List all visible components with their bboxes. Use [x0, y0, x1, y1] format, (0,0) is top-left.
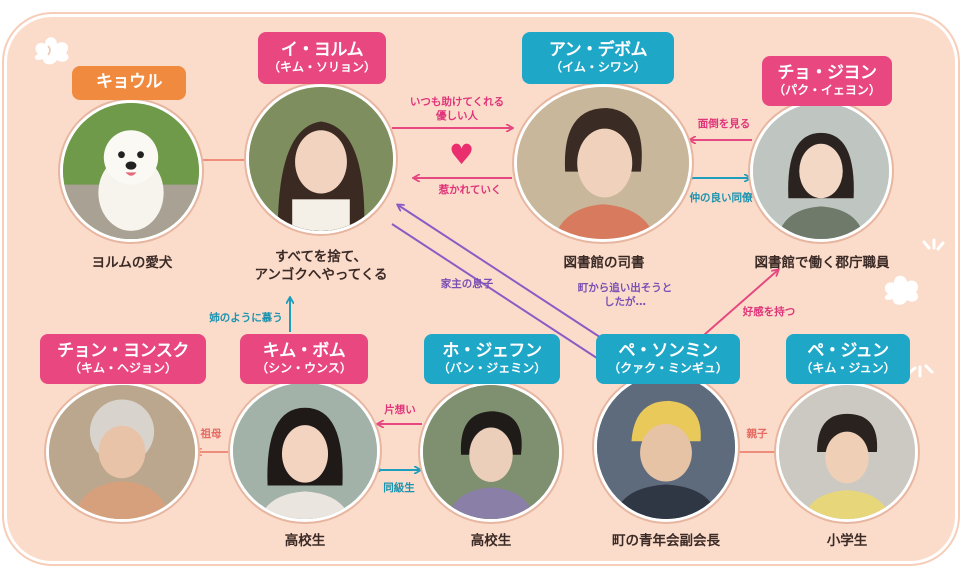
actor-name: （キム・ソリョン）: [267, 59, 376, 74]
name-tag-jaehun: ホ・ジェフン （バン・ジェミン）: [424, 334, 560, 384]
role-jiyeon: 図書館で働く郡庁職員: [754, 255, 890, 271]
name-tag-kyoul: キョウル: [72, 66, 186, 100]
actor-name: （キム・ジュン）: [800, 360, 896, 375]
character-name: ペ・ジュン: [807, 341, 889, 362]
portrait-sungmin: [594, 372, 738, 522]
character-name: イ・ヨルム: [280, 40, 364, 61]
portrait-jun: [776, 382, 918, 522]
portrait-jaehun: [420, 382, 562, 522]
portrait-yeonsuk: [46, 382, 198, 522]
label-yeorum-to-sungmin: 町から追い出そうと したが…: [577, 282, 673, 308]
flower-doodle-icon: [884, 275, 919, 305]
character-name: ホ・ジェフン: [442, 341, 542, 362]
role-daebeom: 図書館の司書: [563, 255, 645, 271]
label-sungmin-to-yeorum: 家主の息子: [440, 278, 494, 290]
heart-icon: ♥: [449, 138, 475, 171]
name-tag-sungmin: ペ・ソンミン （クァク・ミンギュ）: [596, 334, 740, 384]
label-jaehun-to-bom: 片想い: [384, 404, 416, 416]
actor-name: （イム・シワン）: [550, 59, 646, 74]
role-kyoul: ヨルムの愛犬: [91, 255, 173, 271]
label-bom-to-yeorum: 姉のように慕う: [209, 312, 283, 324]
character-name: チョ・ジヨン: [777, 63, 878, 84]
arrow-yeorum-to-sungmin: [391, 223, 606, 364]
character-name: キョウル: [96, 72, 163, 93]
portrait-yeorum: [246, 84, 396, 234]
label-yeorum-to-daebeom: いつも助けてくれる 優しい人: [409, 96, 505, 122]
name-tag-yeorum: イ・ヨルム （キム・ソリョン）: [258, 32, 386, 84]
sparkle-doodle-icon: [922, 238, 945, 251]
name-tag-daebeom: アン・デボム （イム・シワン）: [522, 32, 674, 84]
label-jiyeon-to-daebeom: 面倒を見る: [697, 118, 751, 130]
character-name: チョン・ヨンスク: [57, 341, 189, 362]
character-name: キム・ボム: [262, 341, 346, 362]
portrait-kyoul: [60, 100, 202, 242]
arrow-sungmin-to-yeorum: [398, 205, 613, 346]
portrait-daebeom: [514, 84, 692, 242]
label-sungmin-to-jiyeon: 好感を持つ: [742, 306, 796, 318]
label-bom-jaehun: 同級生: [383, 482, 415, 494]
name-tag-jun: ペ・ジュン （キム・ジュン）: [786, 334, 910, 384]
character-name: アン・デボム: [548, 40, 648, 61]
actor-name: （バン・ジェミン）: [437, 360, 547, 375]
role-yeorum: すべてを捨て、 アンゴクへやってくる: [254, 249, 388, 284]
character-name: ペ・ソンミン: [618, 341, 719, 362]
label-daebeom-jiyeon: 仲の良い同僚: [689, 192, 753, 204]
portrait-jiyeon: [750, 100, 892, 242]
role-sungmin: 町の青年会副会長: [612, 533, 720, 549]
label-bom-to-yeonsuk: 祖母: [200, 428, 222, 440]
role-jaehun: 高校生: [470, 533, 512, 549]
role-bom: 高校生: [284, 533, 326, 549]
portrait-bom: [230, 380, 380, 522]
actor-name: （キム・ヘジョン）: [68, 360, 177, 375]
label-daebeom-to-yeorum: 惹かれていく: [438, 184, 502, 196]
actor-name: （パク・イェヨン）: [773, 82, 881, 97]
arrow-sungmin-to-jiyeon: [703, 270, 778, 336]
name-tag-bom: キム・ボム （シン・ウンス）: [240, 334, 368, 384]
actor-name: （シン・ウンス）: [256, 360, 352, 375]
label-sungmin-jun: 親子: [746, 428, 768, 440]
name-tag-jiyeon: チョ・ジヨン （パク・イェヨン）: [762, 56, 892, 106]
flower-doodle-icon: [34, 37, 69, 65]
actor-name: （クァク・ミンギュ）: [608, 360, 728, 375]
name-tag-yeonsuk: チョン・ヨンスク （キム・ヘジョン）: [40, 334, 206, 384]
role-jun: 小学生: [826, 533, 868, 549]
